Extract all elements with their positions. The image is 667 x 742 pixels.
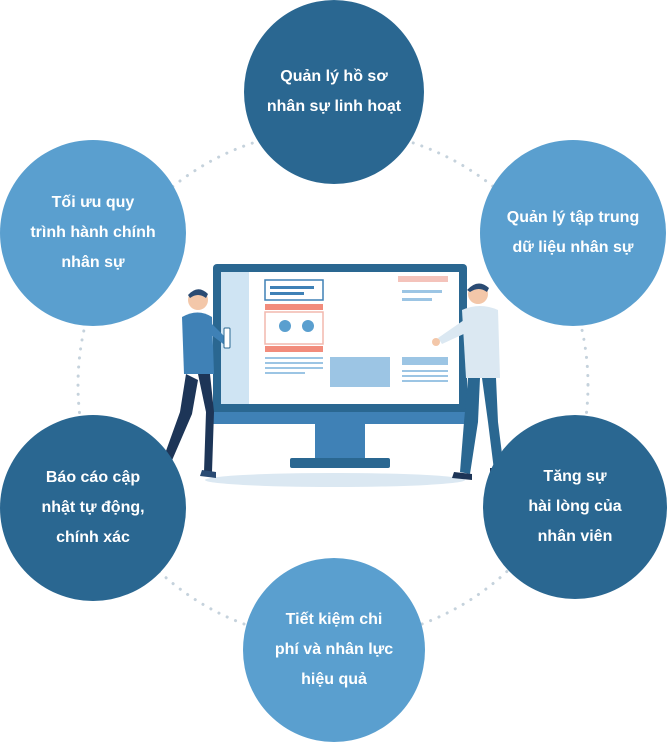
hr-illustration [154,264,508,487]
node-centralized-data: Quản lý tập trung dữ liệu nhân sự [480,140,666,326]
node-employee-satisfaction: Tăng sự hài lòng của nhân viên [483,415,667,599]
node-auto-reports: Báo cáo cập nhật tự động, chính xác [0,415,186,601]
node-employee-records: Quản lý hồ sơ nhân sự linh hoạt [244,0,424,184]
node-cost-savings: Tiết kiệm chi phí và nhân lực hiệu quả [243,558,425,742]
monitor [213,264,467,468]
node-admin-process: Tối ưu quy trình hành chính nhân sự [0,140,186,326]
floor-shadow [205,473,465,487]
